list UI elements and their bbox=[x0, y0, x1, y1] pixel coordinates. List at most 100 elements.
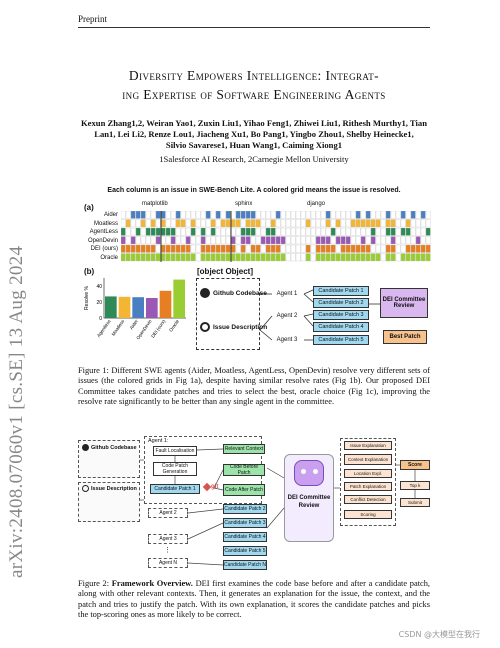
grid-cell bbox=[250, 253, 256, 262]
grid-cell bbox=[295, 219, 301, 228]
x-tick-label: DEI (ours) bbox=[150, 318, 166, 338]
grid-cell bbox=[400, 253, 406, 262]
grid-cell bbox=[395, 253, 401, 262]
grid-cell bbox=[165, 253, 171, 262]
issue-icon bbox=[200, 322, 210, 332]
grid-cell bbox=[340, 253, 346, 262]
grid-cell bbox=[135, 253, 141, 262]
grid-cell bbox=[310, 244, 316, 253]
grid-cell bbox=[290, 244, 296, 253]
github-codebase-label: Github Codebase bbox=[213, 289, 267, 297]
grid-cell bbox=[190, 244, 196, 253]
grid-cell bbox=[160, 227, 166, 236]
grid-cell bbox=[300, 244, 306, 253]
author-list: Kexun Zhang1,2, Weiran Yao1, Zuxin Liu1,… bbox=[78, 118, 430, 151]
grid-cell bbox=[265, 253, 271, 262]
fig2-candidate-patch-2: Candidate Patch 2 bbox=[223, 504, 267, 514]
grid-cell bbox=[225, 244, 231, 253]
y-tick-label: 0 bbox=[99, 316, 102, 322]
grid-cell bbox=[280, 253, 286, 262]
authors-line-3: Silvio Savarese1, Huan Wang1, Caiming Xi… bbox=[165, 140, 343, 150]
grid-cell bbox=[345, 236, 351, 245]
grid-cell bbox=[200, 253, 206, 262]
y-tick-label: 40 bbox=[96, 284, 102, 290]
grid-cell bbox=[270, 211, 276, 219]
grid-cell bbox=[135, 244, 141, 253]
grid-cell bbox=[245, 219, 251, 228]
grid-cell bbox=[340, 219, 346, 228]
grid-cell bbox=[285, 219, 291, 228]
scoring-box: Scoring bbox=[344, 510, 392, 519]
grid-cell bbox=[410, 244, 416, 253]
bar bbox=[173, 279, 185, 318]
grid-cell bbox=[350, 253, 356, 262]
grid-cell bbox=[180, 227, 186, 236]
grid-cell bbox=[185, 211, 191, 219]
grid-cell bbox=[285, 227, 291, 236]
grid-cell bbox=[390, 244, 396, 253]
grid-cell bbox=[150, 219, 156, 228]
grid-cell bbox=[360, 244, 366, 253]
grid-cell bbox=[190, 211, 196, 219]
grid-cell bbox=[175, 236, 181, 245]
paper-title: Diversity Empowers Intelligence: Integra… bbox=[78, 66, 430, 104]
best-patch-box: Best Patch bbox=[383, 330, 427, 344]
grid-cell bbox=[325, 244, 331, 253]
figure1-caption-text: Different SWE agents (Aider, Moatless, A… bbox=[78, 366, 431, 407]
group-label-matplotlib: matplotlib bbox=[142, 201, 168, 207]
grid-cell bbox=[385, 236, 391, 245]
grid-cell bbox=[290, 236, 296, 245]
grid-cell bbox=[195, 219, 201, 228]
agent-1-label: Agent 1 bbox=[276, 290, 298, 297]
grid-cell bbox=[121, 236, 126, 245]
grid-cell bbox=[215, 253, 221, 262]
grid-cell bbox=[415, 236, 421, 245]
grid-cell bbox=[265, 219, 271, 228]
ellipsis: ⋮ bbox=[164, 547, 171, 554]
grid-cell bbox=[410, 211, 416, 219]
grid-cell bbox=[325, 227, 331, 236]
grid-cell bbox=[395, 244, 401, 253]
grid-cell bbox=[420, 236, 426, 245]
grid-cell bbox=[355, 244, 361, 253]
grid-cell bbox=[345, 244, 351, 253]
fig2-agent1-label: Agent 1: bbox=[148, 438, 169, 444]
grid-cell bbox=[290, 219, 296, 228]
grid-cell bbox=[235, 211, 241, 219]
grid-cell bbox=[185, 253, 191, 262]
grid-cell bbox=[260, 227, 266, 236]
grid-cell bbox=[425, 211, 431, 219]
grid-cell bbox=[375, 227, 381, 236]
explanations-group bbox=[340, 438, 396, 526]
running-head: Preprint bbox=[78, 14, 107, 24]
grid-cell bbox=[145, 219, 151, 228]
grid-cell bbox=[245, 236, 251, 245]
grid-cell bbox=[275, 236, 281, 245]
grid-cell bbox=[280, 227, 286, 236]
context-explanation-box: Context Explanation bbox=[344, 454, 392, 465]
grid-cell bbox=[385, 211, 391, 219]
panel-a-tag: (a) bbox=[84, 203, 94, 212]
grid-cell bbox=[345, 253, 351, 262]
grid-cell bbox=[320, 219, 326, 228]
grid-cell bbox=[375, 211, 381, 219]
grid-cell bbox=[415, 227, 421, 236]
grid-cell bbox=[420, 244, 426, 253]
grid-cell bbox=[375, 253, 381, 262]
grid-cell bbox=[310, 227, 316, 236]
grid-cell bbox=[205, 236, 211, 245]
grid-cell bbox=[235, 253, 241, 262]
grid-cell bbox=[180, 253, 186, 262]
grid-cell bbox=[205, 227, 211, 236]
grid-cell bbox=[240, 253, 246, 262]
grid-cell bbox=[420, 211, 426, 219]
grid-cell bbox=[140, 219, 146, 228]
grid-cell bbox=[370, 244, 376, 253]
grid-cell bbox=[405, 253, 411, 262]
grid-row-label: Oracle bbox=[100, 254, 118, 261]
grid-cell bbox=[255, 219, 261, 228]
grid-cell bbox=[315, 211, 321, 219]
agent-3-label: Agent 3 bbox=[276, 336, 298, 343]
grid-cell bbox=[210, 227, 216, 236]
grid-cell bbox=[390, 219, 396, 228]
